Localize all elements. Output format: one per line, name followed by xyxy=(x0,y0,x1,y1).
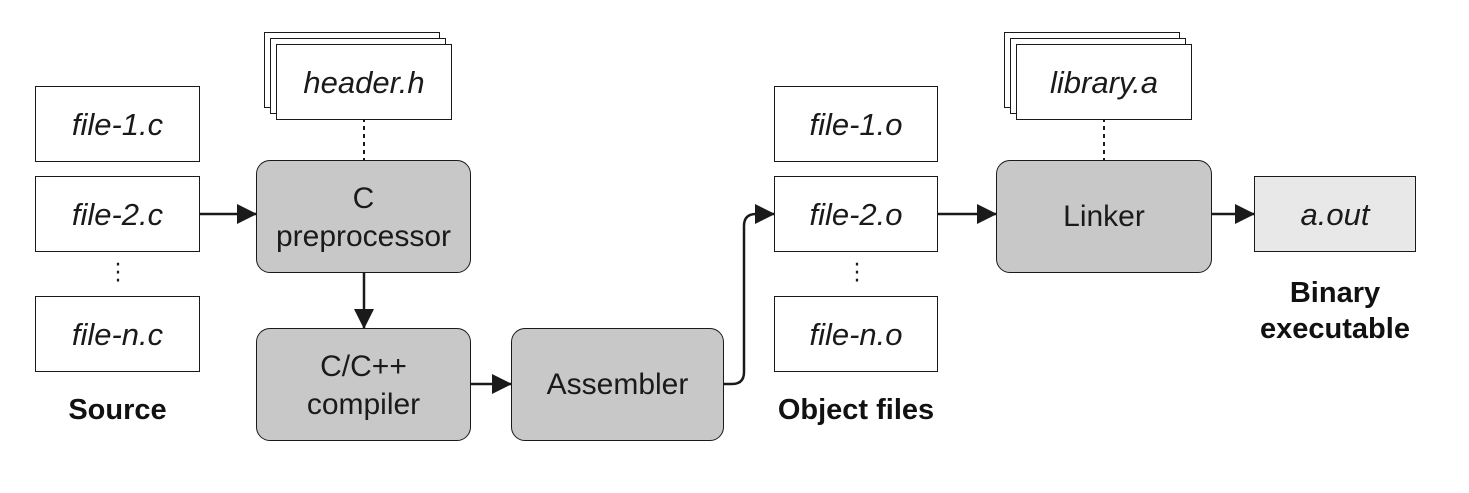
source-file-1-label: file-1.c xyxy=(71,107,164,142)
output-file: a.out xyxy=(1254,176,1416,252)
object-file-n-label: file-n.o xyxy=(809,317,903,352)
preprocessor-label-line1: C xyxy=(352,182,375,215)
library-file: library.a xyxy=(1016,44,1192,120)
source-ellipsis: ··· xyxy=(114,253,122,294)
output-caption-line2: executable xyxy=(1260,313,1410,345)
source-file-2: file-2.c xyxy=(35,176,200,252)
object-file-2-label: file-2.o xyxy=(809,197,903,232)
arrow-assembler-to-object xyxy=(724,204,775,386)
compiler-label-line1: C/C++ xyxy=(320,350,407,383)
object-files-caption: Object files xyxy=(777,394,935,426)
header-file: header.h xyxy=(276,44,452,120)
preprocessor-stage: C preprocessor xyxy=(256,160,471,273)
source-file-n: file-n.c xyxy=(35,296,200,372)
object-ellipsis: ··· xyxy=(853,253,861,294)
library-file-label: library.a xyxy=(1050,65,1158,100)
output-caption-line1: Binary xyxy=(1289,277,1381,309)
object-file-2: file-2.o xyxy=(774,176,938,252)
assembler-stage: Assembler xyxy=(511,328,724,441)
compiler-stage: C/C++ compiler xyxy=(256,328,471,441)
object-file-1-label: file-1.o xyxy=(809,107,903,142)
output-file-label: a.out xyxy=(1300,197,1370,232)
compiler-label-line2: compiler xyxy=(306,388,421,421)
object-file-n: file-n.o xyxy=(774,296,938,372)
assembler-label: Assembler xyxy=(546,368,689,401)
source-file-2-label: file-2.c xyxy=(71,197,164,232)
linker-stage: Linker xyxy=(996,160,1212,273)
linker-label: Linker xyxy=(1063,200,1145,233)
preprocessor-label-line2: preprocessor xyxy=(275,220,452,253)
header-file-label: header.h xyxy=(303,65,425,100)
source-caption: Source xyxy=(68,394,167,426)
source-file-1: file-1.c xyxy=(35,86,200,162)
source-file-n-label: file-n.c xyxy=(71,317,164,352)
object-file-1: file-1.o xyxy=(774,86,938,162)
